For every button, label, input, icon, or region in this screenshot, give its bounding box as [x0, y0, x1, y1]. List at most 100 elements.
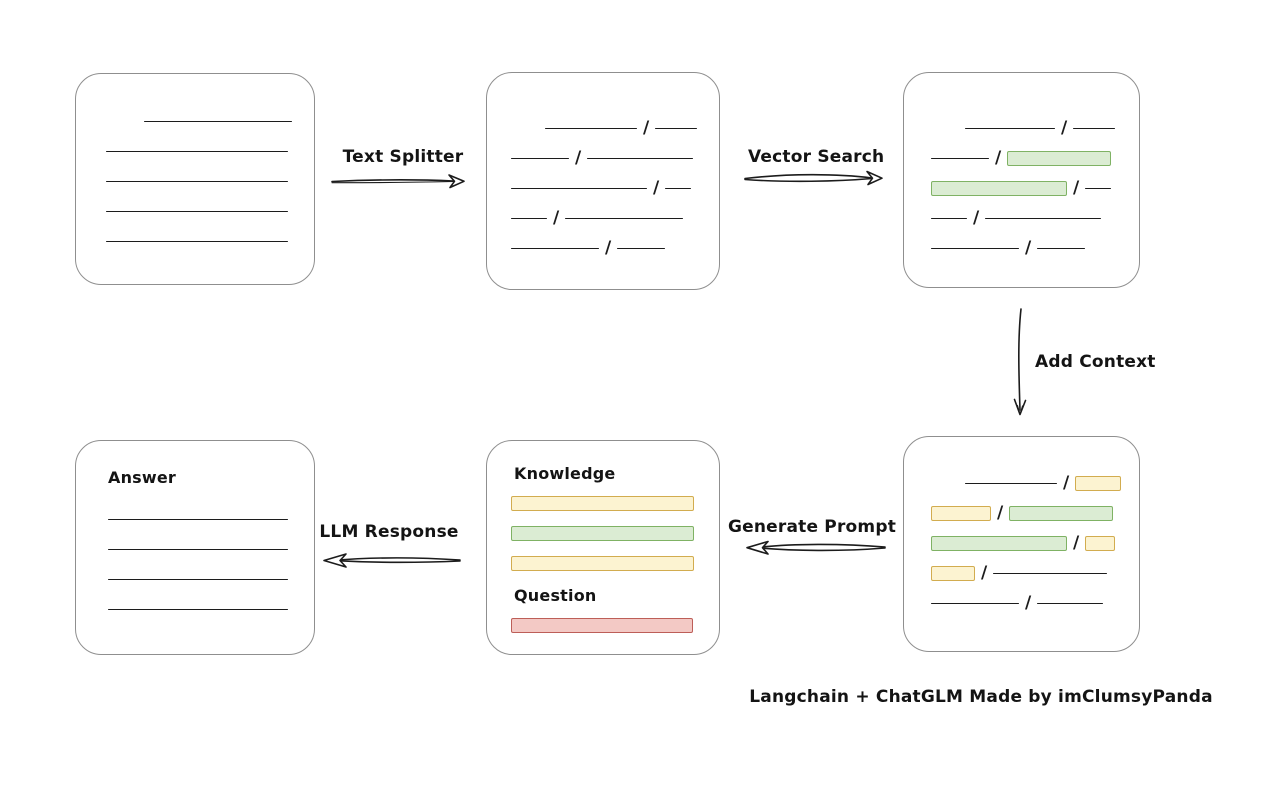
text-line — [511, 247, 599, 249]
text-line — [545, 127, 637, 129]
text-splitter-label: Text Splitter — [342, 147, 464, 167]
text-line — [655, 127, 698, 129]
highlight-chip-yellow — [931, 505, 991, 521]
text-row: / — [931, 173, 1139, 203]
answer-lines — [108, 504, 314, 624]
slash-separator: / — [995, 147, 1002, 168]
slash-separator: / — [605, 237, 612, 258]
text-line — [108, 548, 288, 550]
text-row: / — [511, 113, 719, 143]
slash-separator: / — [1025, 592, 1032, 613]
slash-separator: / — [981, 562, 988, 583]
text-line — [106, 210, 288, 212]
prompt-box: Knowledge Question — [486, 440, 720, 655]
highlight-chip-yellow — [1075, 475, 1122, 491]
text-row: / — [931, 468, 1139, 498]
text-line — [931, 157, 989, 159]
indent-gap — [106, 121, 138, 122]
text-line — [106, 150, 288, 152]
text-line — [931, 602, 1019, 604]
text-line — [993, 572, 1108, 574]
generate-prompt-arrow-icon — [746, 540, 886, 555]
slash-separator: / — [997, 502, 1004, 523]
text-line — [565, 217, 684, 219]
text-line — [965, 127, 1055, 129]
llm-response-arrow-icon — [323, 553, 461, 568]
text-row: / — [511, 203, 719, 233]
text-line — [106, 240, 288, 242]
text-line — [511, 157, 569, 159]
highlight-chip-yellow — [1085, 535, 1116, 551]
text-line — [931, 247, 1019, 249]
text-line — [1037, 247, 1086, 249]
document-box — [75, 73, 315, 285]
highlight-chip-yellow — [931, 565, 975, 581]
indent-gap — [931, 128, 959, 129]
text-row: / — [511, 173, 719, 203]
text-line — [665, 187, 692, 189]
text-line — [985, 217, 1102, 219]
slash-separator: / — [1063, 472, 1070, 493]
slash-separator: / — [1025, 237, 1032, 258]
text-row: / — [931, 203, 1139, 233]
text-line — [1073, 127, 1116, 129]
highlight-chip-green — [1009, 505, 1114, 521]
text-line — [1037, 602, 1104, 604]
text-row: / — [931, 143, 1139, 173]
text-line — [931, 217, 967, 219]
text-line — [511, 187, 647, 189]
text-line — [617, 247, 666, 249]
text-row — [106, 136, 314, 166]
highlight-chip-green — [931, 180, 1067, 196]
text-line — [144, 120, 292, 122]
slash-separator: / — [1061, 117, 1068, 138]
slash-separator: / — [1073, 177, 1080, 198]
question-chunk-red — [511, 618, 693, 633]
text-row: / — [931, 233, 1139, 263]
slash-separator: / — [553, 207, 560, 228]
text-line — [108, 578, 288, 580]
vector-matches-box: / / / / / — [903, 72, 1140, 288]
knowledge-chunk-yellow-2 — [511, 556, 694, 571]
slash-separator: / — [643, 117, 650, 138]
text-line — [587, 157, 694, 159]
text-row: / — [931, 528, 1139, 558]
text-line — [108, 608, 288, 610]
slash-separator: / — [575, 147, 582, 168]
text-line — [108, 518, 288, 520]
text-row — [106, 166, 314, 196]
text-line — [511, 217, 547, 219]
indent-gap — [511, 128, 539, 129]
question-label: Question — [514, 586, 597, 605]
text-row: / — [931, 558, 1139, 588]
text-row — [108, 534, 314, 564]
text-row — [108, 504, 314, 534]
knowledge-chunk-green — [511, 526, 694, 541]
text-line — [106, 180, 288, 182]
answer-box: Answer — [75, 440, 315, 655]
vector-search-label: Vector Search — [748, 147, 885, 167]
split-chunks-box: / / / / / — [486, 72, 720, 290]
text-line — [965, 482, 1057, 484]
knowledge-chunk-yellow-1 — [511, 496, 694, 511]
text-row: / — [511, 233, 719, 263]
answer-label: Answer — [108, 468, 177, 487]
slash-separator: / — [973, 207, 980, 228]
slash-separator: / — [1073, 532, 1080, 553]
add-context-label: Add Context — [1035, 352, 1156, 372]
text-line — [1085, 187, 1112, 189]
text-row — [108, 594, 314, 624]
generate-prompt-label: Generate Prompt — [727, 517, 897, 537]
highlight-chip-green — [1007, 150, 1112, 166]
text-row — [106, 106, 314, 136]
text-row: / — [931, 113, 1139, 143]
indent-gap — [931, 483, 959, 484]
text-row: / — [931, 498, 1139, 528]
text-splitter-arrow-icon — [331, 174, 465, 189]
vector-search-arrow-icon — [744, 170, 883, 186]
text-row — [108, 564, 314, 594]
text-row — [106, 196, 314, 226]
highlight-chip-green — [931, 535, 1067, 551]
diagram-caption: Langchain + ChatGLM Made by imClumsyPand… — [749, 687, 1213, 707]
